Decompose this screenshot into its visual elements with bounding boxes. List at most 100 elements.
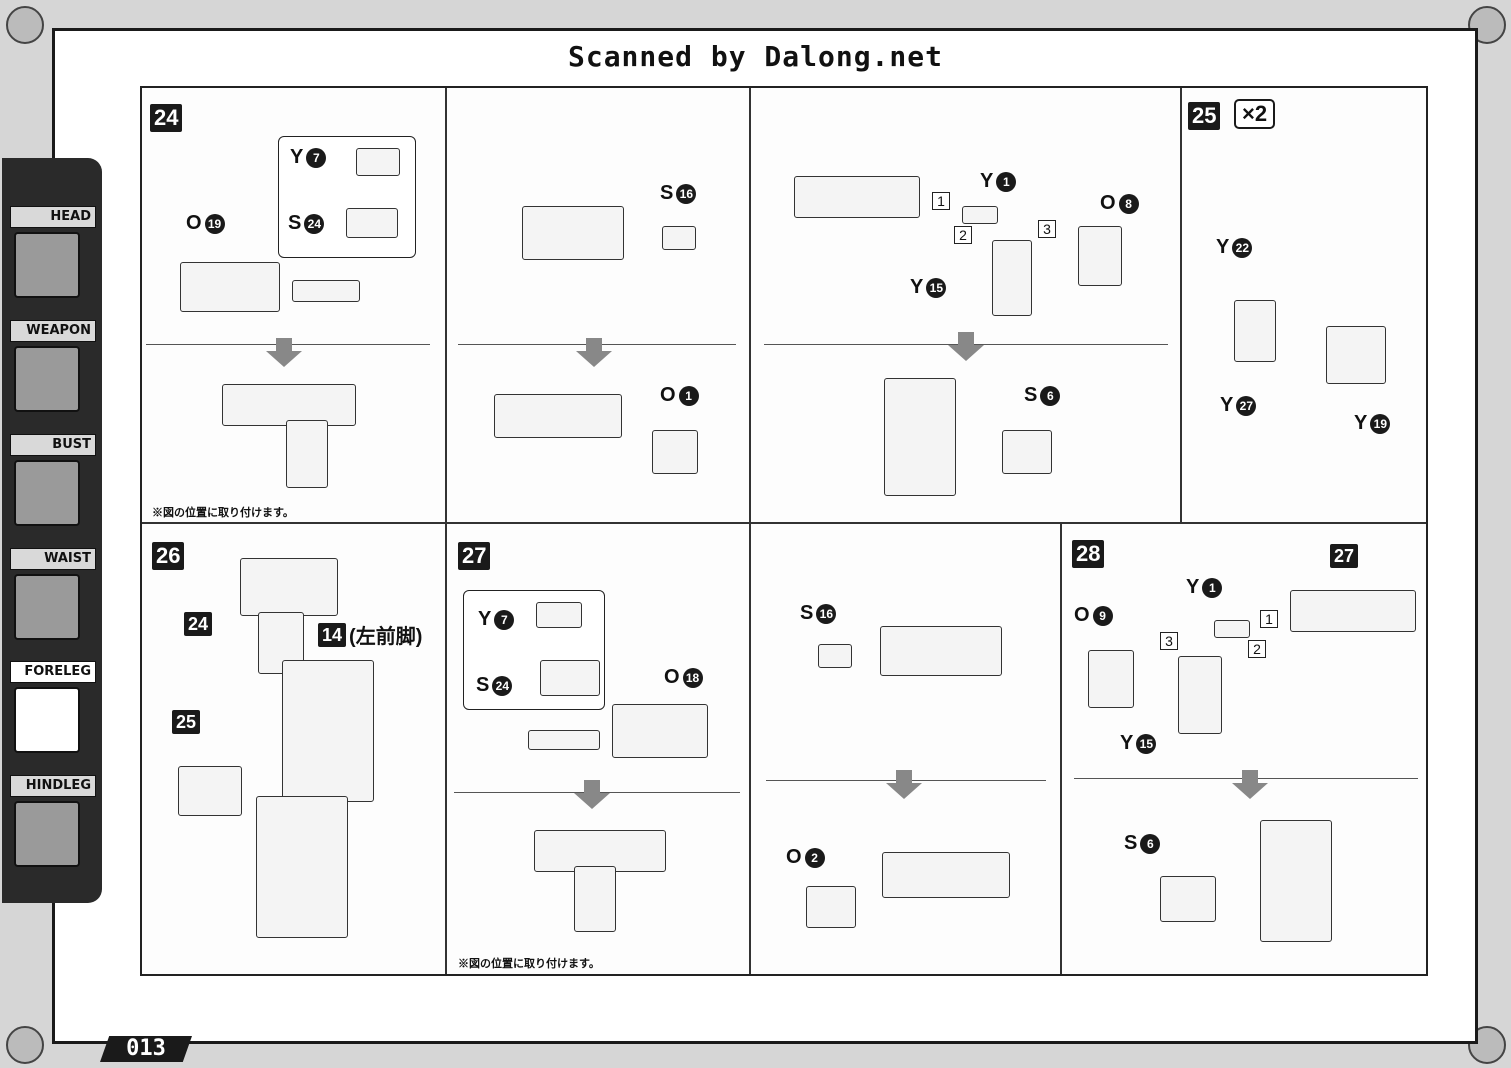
step-number-24: 24: [150, 104, 183, 132]
part-shape: [240, 558, 338, 616]
nav-item-head[interactable]: HEAD: [10, 206, 96, 298]
sub-assembly-24: 24: [184, 612, 213, 636]
part-shape: [794, 176, 920, 218]
corner-bolt-icon: [6, 6, 44, 44]
part-shape: [178, 766, 242, 816]
part-shape: [1078, 226, 1122, 286]
part-shape: [1326, 326, 1386, 384]
part-shape: [1160, 876, 1216, 922]
section-sidebar: HEAD WEAPON BUST WAIST FORELEG HINDLEG: [2, 158, 102, 903]
scan-banner: Scanned by Dalong.net: [567, 40, 943, 73]
part-shape: [286, 420, 328, 488]
step-number-27: 27: [458, 542, 491, 570]
part-shape: [292, 280, 360, 302]
col-divider: [749, 522, 751, 974]
nav-label: WEAPON: [10, 320, 96, 342]
part-shape: [1002, 430, 1052, 474]
part-shape: [882, 852, 1010, 898]
sub-assembly-25: 25: [172, 710, 201, 734]
part-shape: [1088, 650, 1134, 708]
part-shape: [1290, 590, 1416, 632]
waist-thumbnail-icon: [14, 574, 80, 640]
order-box-1: 1: [932, 192, 950, 210]
hindleg-thumbnail-icon: [14, 801, 80, 867]
part-shape: [1214, 620, 1250, 638]
part-shape: [574, 866, 616, 932]
order-box-1: 1: [1260, 610, 1278, 628]
nav-item-foreleg[interactable]: FORELEG: [10, 661, 96, 753]
nav-item-hindleg[interactable]: HINDLEG: [10, 775, 96, 867]
part-shape: [1234, 300, 1276, 362]
head-thumbnail-icon: [14, 232, 80, 298]
nav-item-waist[interactable]: WAIST: [10, 548, 96, 640]
nav-label: HINDLEG: [10, 775, 96, 797]
part-shape: [282, 660, 374, 802]
row-divider: [142, 522, 1426, 524]
order-box-3: 3: [1160, 632, 1178, 650]
part-shape: [522, 206, 624, 260]
bust-thumbnail-icon: [14, 460, 80, 526]
step-number-26: 26: [152, 542, 185, 570]
nav-item-weapon[interactable]: WEAPON: [10, 320, 96, 412]
col-divider: [445, 88, 447, 522]
col-divider: [749, 88, 751, 522]
foreleg-thumbnail-icon: [14, 687, 80, 753]
placement-note: ※図の位置に取り付けます。: [458, 958, 600, 970]
placement-note: ※図の位置に取り付けます。: [152, 507, 294, 519]
part-shape: [346, 208, 398, 238]
col-divider: [1180, 88, 1182, 522]
nav-label: WAIST: [10, 548, 96, 570]
nav-label: HEAD: [10, 206, 96, 228]
nav-label: BUST: [10, 434, 96, 456]
page-number: 013: [100, 1036, 192, 1062]
sub-assembly-27: 27: [1330, 544, 1359, 568]
nav-item-bust[interactable]: BUST: [10, 434, 96, 526]
step-number-25: 25: [1188, 102, 1221, 130]
part-shape: [536, 602, 582, 628]
order-box-2: 2: [954, 226, 972, 244]
part-shape: [222, 384, 356, 426]
part-shape: [880, 626, 1002, 676]
part-shape: [1178, 656, 1222, 734]
part-shape: [818, 644, 852, 668]
part-shape: [356, 148, 400, 176]
part-shape: [180, 262, 280, 312]
weapon-thumbnail-icon: [14, 346, 80, 412]
step-number-28: 28: [1072, 540, 1105, 568]
part-shape: [962, 206, 998, 224]
part-shape: [256, 796, 348, 938]
part-shape: [528, 730, 600, 750]
part-shape: [652, 430, 698, 474]
sub-assembly-14-label: 14(左前脚): [318, 620, 422, 649]
nav-label: FORELEG: [10, 661, 96, 683]
order-box-3: 3: [1038, 220, 1056, 238]
order-box-2: 2: [1248, 640, 1266, 658]
part-shape: [612, 704, 708, 758]
part-shape: [992, 240, 1032, 316]
part-shape: [806, 886, 856, 928]
part-shape: [494, 394, 622, 438]
col-divider: [1060, 522, 1062, 974]
part-shape: [884, 378, 956, 496]
part-shape: [662, 226, 696, 250]
